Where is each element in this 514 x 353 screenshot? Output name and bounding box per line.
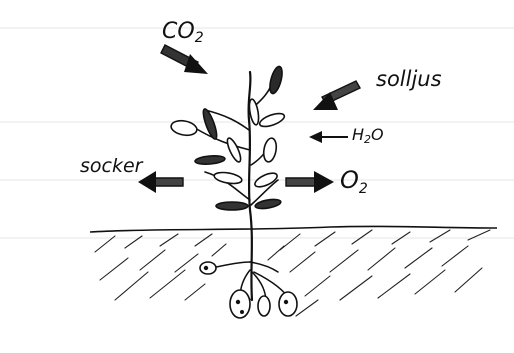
tuber [230,290,250,318]
oxygen-label: O2 [340,166,368,197]
co2-label: CO2 [162,19,204,46]
tuber [279,292,297,316]
tuber [258,296,270,316]
leaf [268,65,285,95]
leaf [258,111,286,129]
sugar-label: socker [80,155,144,177]
leaf [213,171,242,186]
leaf [216,202,248,210]
sunlight-arrow-icon [313,81,360,110]
leaf [262,137,278,163]
sugar-arrow-icon [138,171,183,193]
ground-line [90,226,497,232]
water-label: H2O [352,125,384,146]
leaf [225,137,243,164]
sunlight-label: solljus [376,67,442,91]
leaf [195,155,226,166]
oxygen-arrow-icon [286,171,334,193]
co2-arrow-icon [161,45,208,74]
leaf [255,198,282,210]
leaf [253,170,279,189]
water-arrow-icon [309,131,348,143]
